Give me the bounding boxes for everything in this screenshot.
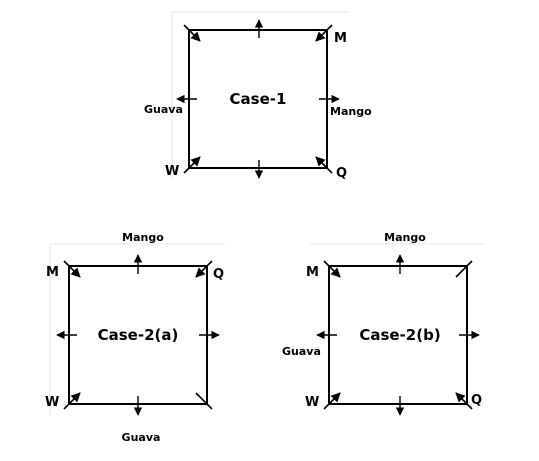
case-2b-tr-corner-line: [455, 260, 473, 278]
case-2b-corner-top-left: M: [306, 265, 319, 280]
case-1-tr-facing-arrow: [315, 24, 333, 42]
case-2a-tl-facing-arrow: [63, 260, 81, 278]
case-2a-diagram: Case-2(a) M Q W Mango Guava: [45, 231, 225, 444]
case-1-side-right: Mango: [330, 105, 372, 118]
case-2a-title: Case-2(a): [98, 326, 179, 344]
case-2a-bl-facing-arrow: [63, 392, 81, 410]
case-2a-side-bottom: Guava: [122, 431, 161, 444]
case-1-bl-facing-arrow: [183, 156, 201, 174]
case-2b-title: Case-2(b): [359, 326, 440, 344]
case-1-corner-bottom-right: Q: [336, 166, 347, 181]
case-1-title: Case-1: [230, 90, 287, 108]
case-2b-side-left: Guava: [282, 345, 321, 358]
case-1-tl-facing-arrow: [183, 24, 201, 42]
case-2a-corner-top-left: M: [46, 265, 59, 280]
case-2b-bl-facing-arrow: [323, 392, 341, 410]
case-1-br-facing-arrow: [315, 156, 333, 174]
case-1-side-left: Guava: [144, 103, 183, 116]
case-2b-tl-facing-arrow: [323, 260, 341, 278]
case-2b-diagram: Case-2(b) M W Q Mango Guava: [282, 231, 485, 416]
case-2a-br-corner-line: [195, 392, 213, 410]
case-1-corner-top-right: M: [334, 31, 347, 46]
case-2a-side-top: Mango: [122, 231, 164, 244]
case-1-corner-bottom-left: W: [165, 164, 179, 179]
case-2b-corner-bottom-left: W: [305, 395, 319, 410]
case-1-diagram: Case-1 M W Q Guava Mango: [144, 11, 372, 181]
case-2a-tr-facing-arrow: [195, 260, 213, 278]
case-2a-corner-top-right: Q: [213, 267, 224, 282]
case-2b-br-facing-arrow: [455, 392, 473, 410]
case-2b-side-top: Mango: [384, 231, 426, 244]
case-2b-corner-bottom-right: Q: [471, 393, 482, 408]
case-2a-corner-bottom-left: W: [45, 395, 59, 410]
